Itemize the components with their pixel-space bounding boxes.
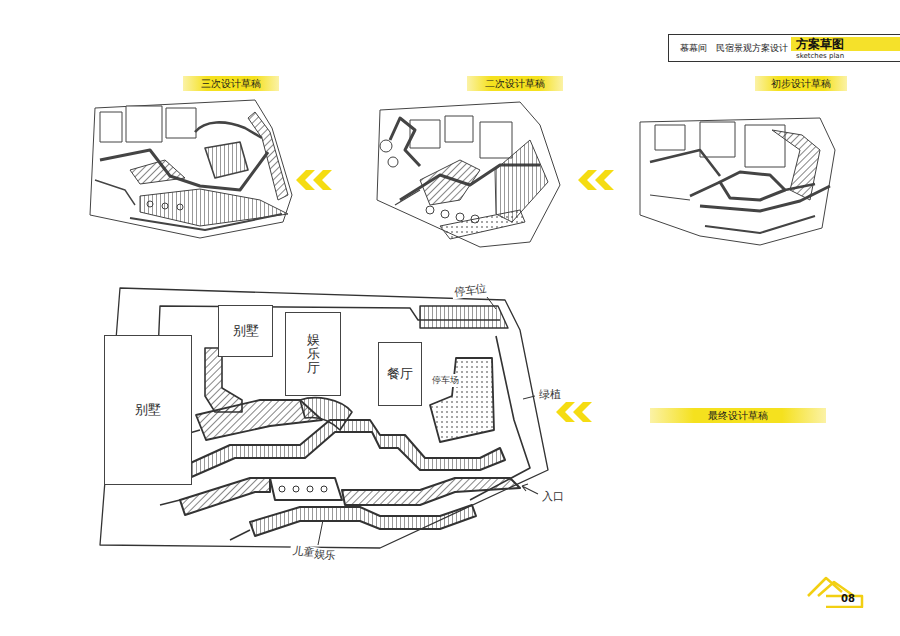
house-icon xyxy=(806,572,864,608)
building-box: 别墅 xyxy=(218,305,273,357)
chevron xyxy=(556,402,575,422)
building-box: 餐厅 xyxy=(378,342,422,406)
second-sketch xyxy=(377,102,560,247)
tree xyxy=(380,140,392,152)
hatched-band xyxy=(420,160,480,205)
node-text: 别墅 xyxy=(135,401,161,419)
label-bar: 三次设计草稿 xyxy=(183,76,279,91)
arrow-line xyxy=(395,190,420,205)
path-band xyxy=(650,195,690,200)
site-outline xyxy=(377,102,560,247)
label-bar: 二次设计草稿 xyxy=(467,76,563,91)
chevron xyxy=(573,402,592,422)
header-frame: 方案草图sketches plan 慕幕间民宿景观方案设计 xyxy=(668,34,900,62)
tree-dot xyxy=(279,486,285,492)
hatched-band xyxy=(205,348,242,412)
path-band xyxy=(650,150,720,176)
parking-label: 停车位 xyxy=(451,281,489,299)
building xyxy=(480,122,512,158)
tree-dot xyxy=(441,210,449,218)
greenery-label: 绿植 xyxy=(537,388,563,401)
hatched-band xyxy=(130,160,185,184)
node-subtext: 民宿景观方案设计 xyxy=(716,42,788,55)
path-band xyxy=(195,122,262,138)
terrace xyxy=(250,505,476,536)
hatched-band xyxy=(495,140,548,222)
tree xyxy=(388,157,398,167)
tree-dot xyxy=(147,201,153,207)
leader-line xyxy=(523,396,535,399)
node-text: 最终设计草稿 xyxy=(708,410,768,422)
chevron xyxy=(313,170,332,190)
paved-area xyxy=(440,210,525,239)
node-text: 餐厅 xyxy=(387,365,413,383)
chevron xyxy=(296,170,315,190)
node-text: 初步设计草稿 xyxy=(771,78,831,90)
house-outline xyxy=(808,578,862,607)
entrance-label: 入口 xyxy=(540,490,566,503)
node-subtext: sketches plan xyxy=(791,52,844,61)
node-text: 方案草图 xyxy=(791,37,844,52)
building xyxy=(445,116,473,142)
chevron xyxy=(595,170,614,190)
chevron-arrows xyxy=(296,170,614,422)
hatched-band xyxy=(248,112,288,200)
building-box: 别墅 xyxy=(104,335,192,485)
title-block: 方案草图sketches plan xyxy=(791,37,900,61)
node-text: 三次设计草稿 xyxy=(201,78,261,90)
third-sketch xyxy=(90,100,292,238)
building xyxy=(655,125,685,150)
paved-area xyxy=(430,358,494,442)
tree-dot xyxy=(293,486,299,492)
building xyxy=(205,142,248,178)
label-bar: 最终设计草稿 xyxy=(650,408,826,423)
tree-dot xyxy=(321,486,327,492)
node-text: 08 xyxy=(841,593,855,604)
path-band xyxy=(705,216,815,233)
page-number: 08 xyxy=(806,572,864,608)
hatched-band xyxy=(772,130,820,200)
chevron xyxy=(578,170,597,190)
site-outline xyxy=(90,100,292,238)
tree-dot xyxy=(426,206,434,214)
tree-dot xyxy=(177,204,183,210)
hatched-band xyxy=(140,189,288,226)
building xyxy=(100,112,122,142)
path-band xyxy=(95,180,135,205)
node-text: 二次设计草稿 xyxy=(485,78,545,90)
building xyxy=(166,108,196,138)
playground-label: 儿童娱乐 xyxy=(289,544,338,564)
path-band xyxy=(130,214,282,230)
path-band xyxy=(390,118,420,166)
parking-lot-label: 停车场 xyxy=(430,374,461,387)
site-outline xyxy=(640,118,835,245)
entrance-arrow xyxy=(522,484,538,494)
terrace xyxy=(342,478,520,505)
terrace xyxy=(180,478,270,515)
tree-dot xyxy=(456,213,464,221)
node-text: 别墅 xyxy=(233,322,259,340)
node-text: 娱乐厅 xyxy=(307,333,320,376)
final-sketch xyxy=(100,288,548,548)
label-bar: 初步设计草稿 xyxy=(755,76,847,91)
path-band xyxy=(720,172,785,200)
building xyxy=(700,122,735,157)
leader-line xyxy=(318,520,323,545)
first-sketch xyxy=(640,118,835,245)
leader-line xyxy=(487,297,496,309)
path-band xyxy=(100,150,268,190)
building xyxy=(126,106,162,142)
node-text: 慕幕间 xyxy=(680,42,707,55)
tree-dot xyxy=(307,486,313,492)
site-outline xyxy=(100,288,548,548)
tree-dot xyxy=(162,203,168,209)
building-box: 娱乐厅 xyxy=(285,312,341,396)
pool xyxy=(270,478,342,500)
parking-strip xyxy=(420,306,508,328)
